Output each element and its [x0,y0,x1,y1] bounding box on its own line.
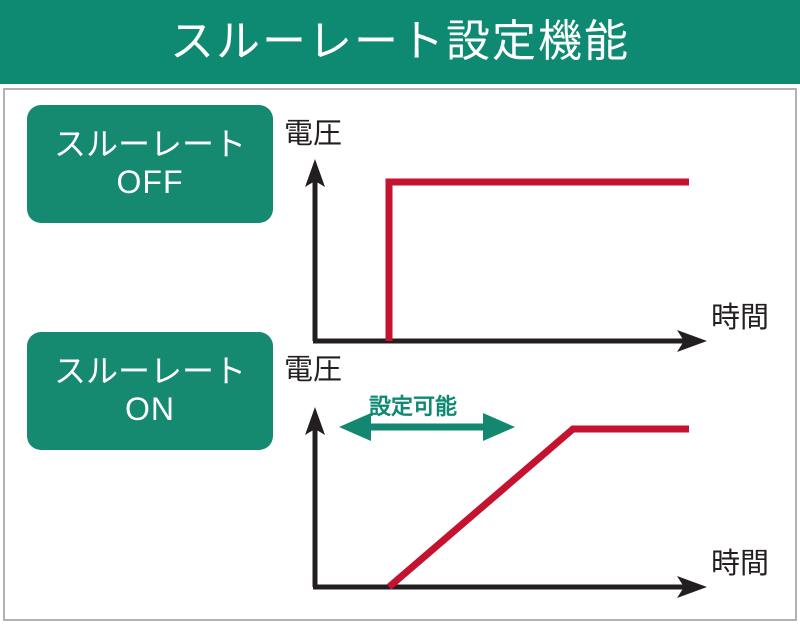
chart-on-annotation-label: 設定可能 [369,395,458,420]
chart-on-y-axis-label: 電圧 [284,352,343,386]
chart-off-x-axis-label: 時間 [711,300,770,334]
chart-on-x-axis-arrowhead [677,576,707,598]
content-panel: スルーレート OFF スルーレート ON 電圧 時間 [3,88,797,621]
header-banner: スルーレート設定機能 [0,0,800,84]
chip-off-line2: OFF [116,164,184,200]
chart-slew-rate-on: 電圧 設定可能 時間 [267,347,787,598]
chip-on-line1: スルーレート [53,352,246,391]
chart-off-y-axis-arrowhead [305,159,325,187]
chart-off-x-axis-arrowhead [677,330,707,352]
chip-on-line2: ON [125,391,175,427]
chart-on-y-axis-arrowhead [305,407,325,435]
chart-on-range-arrow-head-right [483,413,515,441]
chart-off-plot [305,159,707,352]
label-chip-slew-rate-on: スルーレート ON [27,332,273,450]
chart-on-x-axis-label: 時間 [711,546,770,580]
chart-slew-rate-off: 電圧 時間 [267,107,787,352]
chart-on-range-arrow-head-left [339,413,371,441]
chart-off-signal-trace [385,178,689,341]
chip-off-line1: スルーレート [53,125,246,164]
chart-off-y-axis-label: 電圧 [284,116,343,150]
chart-on-signal-trace [386,425,689,590]
page-title: スルーレート設定機能 [170,16,630,67]
label-chip-slew-rate-off: スルーレート OFF [27,105,273,223]
chart-on-plot [305,407,707,598]
